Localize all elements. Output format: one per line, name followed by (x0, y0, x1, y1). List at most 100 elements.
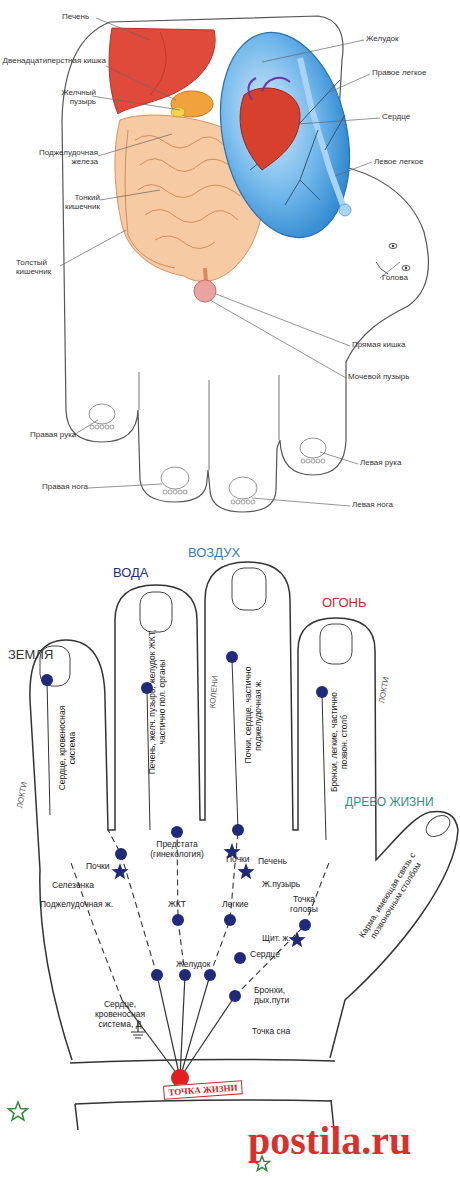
reflex-point (229, 990, 241, 1002)
bronchus (312, 80, 340, 110)
organ-label: Прямая кишка (352, 340, 405, 349)
toe-sketch (236, 500, 240, 504)
dashed-ray (108, 830, 157, 975)
organ-label: Левая рука (360, 458, 401, 467)
reflex-point (232, 824, 244, 836)
point-label: Ж.пузырь (262, 880, 300, 890)
reflex-point (299, 919, 311, 931)
leader-line (106, 66, 176, 100)
trachea (300, 58, 344, 208)
face-pupil (405, 267, 407, 269)
bronchus (300, 180, 320, 200)
reflex-point (234, 952, 246, 964)
organ-label: Желудок (366, 34, 399, 43)
finger-nail (232, 568, 266, 610)
reflex-point (151, 969, 163, 981)
finger-nail (140, 592, 172, 632)
toe-sketch (178, 490, 182, 494)
organ-label: Печень (62, 12, 89, 21)
point-label: Почки (226, 855, 250, 865)
toe-sketch (110, 425, 114, 429)
intestine-fold (125, 130, 175, 268)
hand-outline (62, 16, 428, 512)
intestine-fold (155, 236, 215, 249)
finger-nail (422, 811, 454, 841)
zone-text: Сердце, кровеносная система (58, 693, 78, 803)
point-label: Бронхи, дых.пути (254, 986, 306, 1006)
leader-line (330, 74, 370, 92)
point-label: Печень (258, 857, 287, 867)
wrist-band: ТОЧКА ЖИЗНИ (70, 1058, 335, 1106)
meridian-line (47, 680, 50, 815)
organ-label: Поджелудочная железа (30, 148, 98, 166)
element-label: ВОДА (113, 566, 149, 581)
joint-label: ЛОКТИ (15, 781, 29, 809)
band-edge (70, 1059, 335, 1063)
point-label: Желудок (176, 960, 211, 970)
reflex-star (111, 863, 128, 879)
reflex-star (288, 931, 305, 947)
toe-sketch (301, 459, 305, 463)
toe-sketch (306, 459, 310, 463)
gallbladder (171, 107, 185, 117)
face-mouth (376, 262, 388, 274)
band-edge (75, 1100, 332, 1104)
stomach (171, 91, 213, 117)
toe-sketch (246, 500, 250, 504)
point-label: Легкие (222, 900, 249, 910)
finger-divider (279, 375, 280, 440)
point-label: Предстата (гинекология) (138, 840, 216, 860)
organ-label: Правая нога (42, 482, 88, 491)
life-ray (180, 975, 210, 1078)
leader-line (298, 118, 380, 124)
point-label: Почки (86, 862, 110, 872)
organ-label: Правая рука (30, 430, 76, 439)
point-label: Щит. ж. (262, 934, 290, 944)
organ-label: Тонкий кишечник (55, 193, 100, 211)
element-label: ДРЕВО ЖИЗНИ (345, 796, 434, 810)
intestine-fold (140, 159, 235, 172)
zone-text: Почки, сердце, частично поджелудочная ж. (244, 645, 264, 785)
point-label: Сердце (250, 950, 280, 960)
leader-line (88, 484, 162, 488)
toe-sketch (231, 500, 235, 504)
leader-line (92, 96, 180, 110)
leader-line (60, 230, 126, 266)
leader-line (210, 300, 346, 378)
organ-label: Левая нога (352, 500, 393, 509)
leader-line (320, 452, 358, 464)
toe-sketch (90, 425, 94, 429)
dashed-ray (235, 860, 330, 996)
limb-sketch (89, 404, 115, 424)
heart-vessel (249, 78, 290, 100)
point-label: Сердце, кровеносная система, Д (84, 1000, 156, 1029)
leader-line (98, 134, 172, 156)
toe-sketch (311, 459, 315, 463)
element-label: ВОЗДУХ (188, 546, 240, 561)
toe-sketch (183, 490, 187, 494)
lung (203, 20, 368, 249)
leader-line (262, 40, 364, 62)
point-label: Точка головы (283, 895, 325, 915)
organ-label: Голова (382, 273, 408, 282)
intestine-fold (145, 209, 238, 222)
meridian-line (232, 660, 238, 830)
organ-label: Мочевой пузырь (348, 372, 409, 381)
reflex-point (224, 914, 236, 926)
trachea-end (339, 204, 351, 216)
meridian-line (322, 694, 326, 840)
reflex-point (226, 651, 238, 663)
toe-sketch (251, 500, 255, 504)
intestine-fold (135, 135, 225, 148)
reflex-point (172, 914, 184, 926)
toe-sketch (173, 490, 177, 494)
organ-label: Правое легкое (372, 68, 426, 77)
finger-nail (320, 624, 352, 664)
point-label: Поджелудочная ж. (40, 900, 113, 910)
organ-label: Левое легкое (374, 157, 424, 166)
watermark: postila.ru (248, 1118, 411, 1164)
finger-divider (139, 372, 140, 410)
heart (240, 88, 300, 170)
limb-sketch (229, 477, 257, 499)
